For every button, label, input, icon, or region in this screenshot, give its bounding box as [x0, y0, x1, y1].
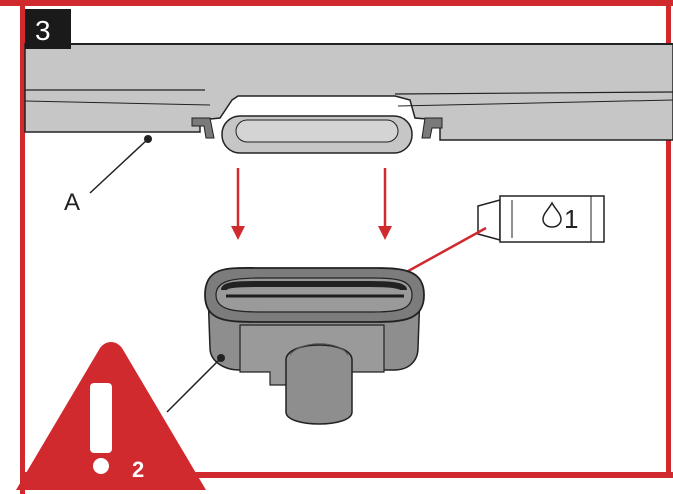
callout-f-leader [166, 354, 225, 413]
insert-arrows [231, 168, 392, 240]
warning-triangle-icon [16, 342, 206, 490]
callout-a-leader [89, 135, 152, 194]
sealant-label: 1 [564, 204, 578, 234]
drain-channel [24, 43, 673, 154]
step-number-badge [25, 9, 71, 49]
drain-outlet-part [204, 267, 425, 425]
part-a-label: A [64, 189, 80, 216]
sealant-tube-icon [477, 195, 605, 243]
warning-reference: 2 [132, 457, 144, 482]
drop-icon [542, 201, 562, 228]
step-number: 3 [35, 15, 51, 46]
